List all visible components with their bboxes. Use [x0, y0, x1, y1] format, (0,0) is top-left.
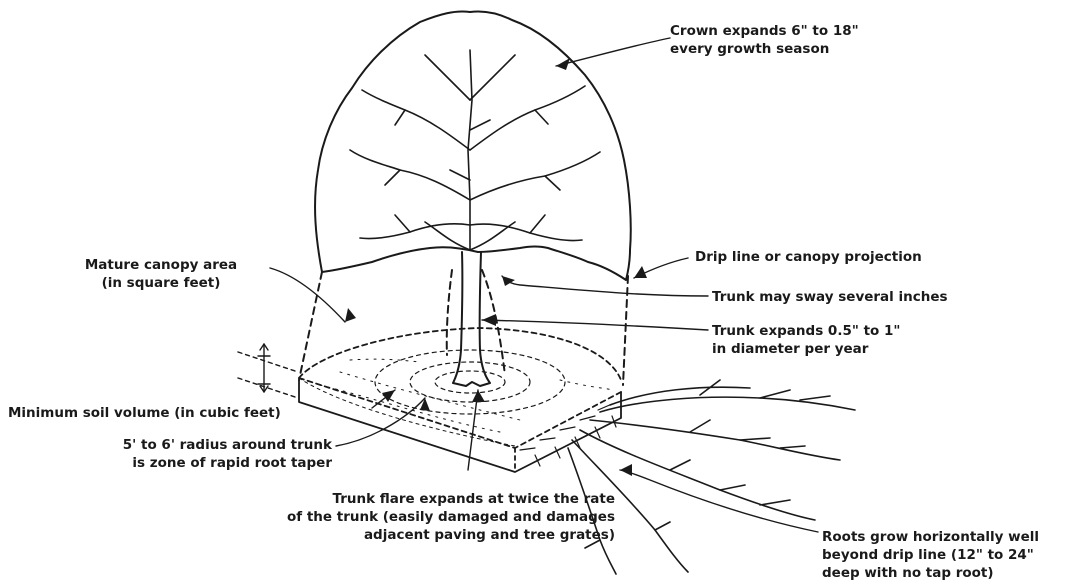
crown-outline [315, 11, 631, 280]
label-trunk-sway: Trunk may sway several inches [712, 288, 948, 306]
label-trunk-expands: Trunk expands 0.5" to 1" in diameter per… [712, 322, 900, 358]
label-canopy-area: Mature canopy area (in square feet) [56, 256, 266, 292]
root-taper-rings [375, 350, 565, 414]
label-root-taper: 5' to 6' radius around trunk is zone of … [40, 436, 332, 472]
branches [350, 50, 600, 250]
drip-line-dashes [299, 270, 628, 385]
soil-texture [320, 359, 615, 432]
depth-dimension [238, 344, 298, 398]
roots [568, 380, 855, 574]
label-drip-line: Drip line or canopy projection [695, 248, 922, 266]
label-crown: Crown expands 6" to 18" every growth sea… [670, 22, 859, 58]
label-trunk-flare: Trunk flare expands at twice the rate of… [250, 490, 615, 544]
label-soil-volume: Minimum soil volume (in cubic feet) [8, 404, 281, 422]
label-roots-grow: Roots grow horizontally well beyond drip… [822, 528, 1039, 582]
